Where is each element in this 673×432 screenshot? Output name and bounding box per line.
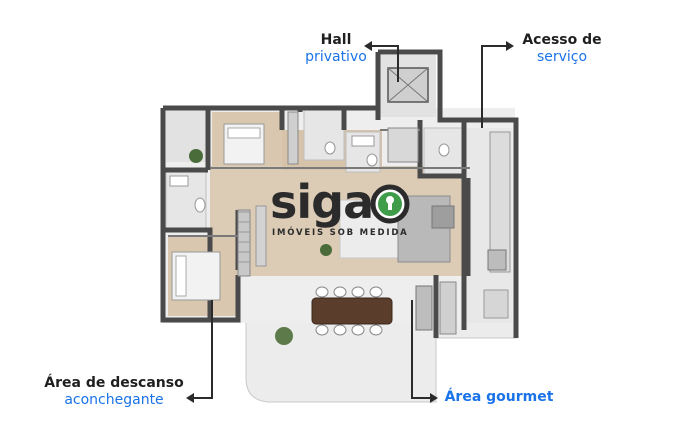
bed-top-pillows: [227, 127, 261, 139]
watermark-tagline: IMÓVEIS SOB MEDIDA: [272, 228, 409, 238]
label-area-descanso: Área de descanso aconchegante: [44, 375, 184, 409]
service-line2: serviço: [536, 49, 588, 65]
walls: [160, 49, 519, 338]
plants: [189, 149, 332, 345]
rest-callout-line: [192, 300, 213, 399]
arrow-right-icon: [506, 41, 514, 51]
hall-line1: Hall: [320, 32, 352, 48]
arrow-left-icon: [364, 41, 372, 51]
laundry: [483, 289, 509, 319]
wardrobe-suite: [237, 209, 251, 277]
arrow-right-icon: [430, 393, 438, 403]
tv-panel: [255, 205, 267, 267]
hall-callout-line: [370, 45, 399, 82]
rest-line2: aconchegante: [64, 392, 164, 408]
bath-fixtures: [169, 135, 450, 213]
watermark-logo-icon: [370, 184, 410, 224]
service-bath: [423, 127, 463, 175]
kitchen-counter: [489, 131, 511, 273]
watermark-brand: siga: [270, 175, 374, 229]
bath-2: [303, 109, 345, 161]
service-line1: Acesso de: [522, 32, 602, 48]
callout-lines: [192, 45, 508, 399]
dining-table: [311, 297, 393, 325]
armchair: [431, 205, 455, 229]
label-area-gourmet: Área gourmet: [444, 389, 554, 405]
hall-mat: [387, 127, 419, 163]
rest-line1: Área de descanso: [44, 375, 184, 391]
wardrobe-top: [287, 111, 299, 165]
dining-chairs: [315, 286, 383, 336]
arrow-left-icon: [186, 393, 194, 403]
gourmet-counter: [439, 281, 457, 335]
fridge: [487, 249, 507, 271]
watermark: siga IMÓVEIS SOB MEDIDA: [270, 178, 420, 248]
elevator-cross: [387, 67, 429, 103]
barbecue: [415, 285, 433, 331]
bed-suite-pillows: [175, 255, 187, 297]
gourmet-callout-line: [411, 300, 432, 399]
wardrobe-lines: [238, 211, 250, 263]
hall-line2: privativo: [305, 49, 367, 65]
label-hall-privativo: Hall privativo: [300, 32, 372, 66]
label-acesso-servico: Acesso de serviço: [516, 32, 608, 66]
service-callout-line: [481, 45, 508, 128]
